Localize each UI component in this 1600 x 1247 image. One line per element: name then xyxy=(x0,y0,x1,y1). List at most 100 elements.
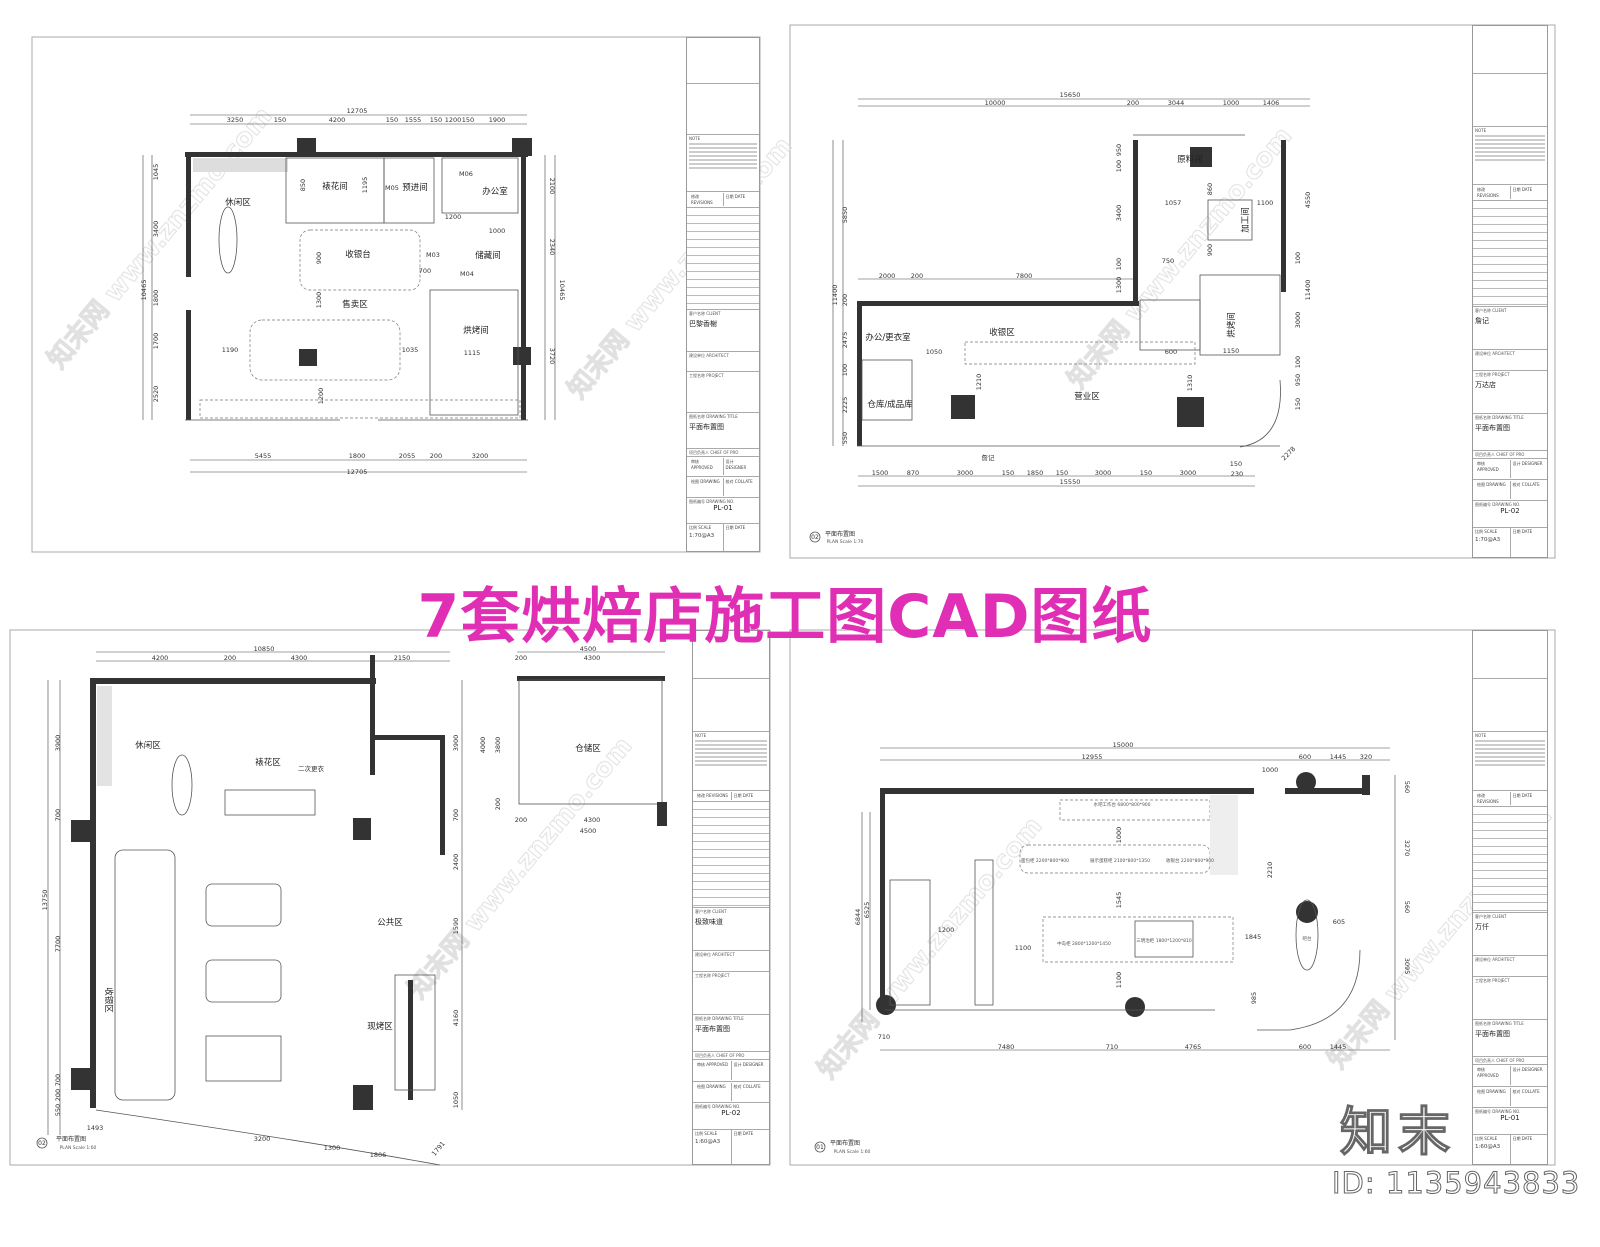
dimension-label: 605 xyxy=(1333,918,1345,926)
drawing-no-cell: 图纸编号 DRAWING NO. PL-01 xyxy=(1473,1108,1547,1135)
title-block-header xyxy=(1473,26,1547,74)
approved-label: 审核 APPROVED xyxy=(689,457,724,476)
dimension-label: 2150 xyxy=(394,654,411,662)
drawing-label: 绘图 DRAWING xyxy=(1475,1087,1511,1106)
dimension-label: 3900 xyxy=(54,735,62,752)
dimension-label: 3800 xyxy=(494,737,502,754)
title-block-notes: NOTE xyxy=(693,732,769,791)
dimension-label: 850 xyxy=(299,179,307,191)
dimension-label: 6844 xyxy=(854,909,862,926)
date-label: 日期 DATE xyxy=(733,792,754,798)
project-cell: 工程名称 PROJECT xyxy=(693,972,769,1016)
dimension-label: 1050 xyxy=(926,348,943,356)
sheet-4-border xyxy=(789,629,1556,1166)
client-cell: 客户名称 CLIENT 詹记 xyxy=(1473,307,1547,350)
drawing-no-label: 图纸编号 DRAWING NO. xyxy=(695,1103,741,1109)
dimension-label: 2000 xyxy=(879,272,896,280)
project-label: 工程名称 PROJECT xyxy=(689,373,724,379)
revisions-table xyxy=(693,801,769,909)
room-label: 仓库/成品库 xyxy=(867,399,913,410)
date-label: 日期 DATE xyxy=(1512,528,1533,534)
dimension-label: 1791 xyxy=(430,1140,447,1158)
dimension-label: 3000 xyxy=(1294,312,1302,329)
room-label: 休闲区 xyxy=(225,197,251,208)
dimension-label: 150 xyxy=(1230,460,1242,468)
dimension-label: 1493 xyxy=(87,1124,104,1132)
revisions-label: 修改 REVISIONS xyxy=(1475,791,1511,805)
dimension-label: 950 xyxy=(1115,144,1123,156)
fixture-label: 水吧工作台 6800*800*900 xyxy=(1093,801,1150,808)
dimension-label: 1310 xyxy=(1186,375,1194,392)
room-label: 公共区 xyxy=(377,918,403,928)
plan-number: 02 xyxy=(38,1140,46,1147)
door-tag: M06 xyxy=(459,170,473,178)
room-label: 加工间 xyxy=(1240,207,1251,233)
room-label: 二次更衣 xyxy=(298,764,325,773)
approved-label: 审核 APPROVED xyxy=(695,1061,732,1080)
room-label: 烘烤间 xyxy=(463,325,489,336)
dimension-label: 200 xyxy=(1127,99,1139,107)
room-label: 办公/更衣室 xyxy=(865,332,911,343)
drawing-no-value: PL-02 xyxy=(1500,507,1520,516)
dimension-label: 4000 xyxy=(479,737,487,754)
chief-cell: 项目负责人 CHIEF OF PRO xyxy=(693,1052,769,1061)
dimension-label: 3400 xyxy=(1115,205,1123,222)
revisions-table xyxy=(1473,806,1547,914)
room-label: 预进间 xyxy=(402,182,428,193)
dimension-label: 200 xyxy=(430,452,442,460)
drawing-title-label: 图纸名称 DRAWING TITLE xyxy=(695,1016,744,1022)
scale-value: 1:70@A3 xyxy=(689,532,715,539)
floor-plan-3: 10850 4200 200 4300 2150 休闲区 裱花区 二次更衣 收银… xyxy=(36,645,667,1166)
title-block-blank xyxy=(687,84,759,136)
dimension-label: 1190 xyxy=(222,346,239,354)
dimension-label: 4765 xyxy=(1185,1043,1202,1051)
dimension-label: 15650 xyxy=(1060,91,1081,99)
dimension-label: 100 xyxy=(841,364,849,376)
plan-number: 01 xyxy=(816,1144,824,1151)
project-cell: 工程名称 PROJECT xyxy=(1473,977,1547,1021)
dimension-label: 600 xyxy=(1299,753,1311,761)
dimension-label: 1115 xyxy=(464,349,481,357)
dimension-label: 1445 xyxy=(1330,1043,1347,1051)
dimension-label: 1000 xyxy=(1262,766,1279,774)
door-tag: M04 xyxy=(460,270,474,278)
notes-heading: NOTE xyxy=(689,136,701,142)
date-label: 日期 DATE xyxy=(1512,1135,1533,1141)
dimension-label: 10465 xyxy=(140,280,148,301)
dimension-label: 3000 xyxy=(957,469,974,477)
architect-cell: 建设单位 ARCHITECT xyxy=(1473,956,1547,978)
dimension-label: 2340 xyxy=(548,239,556,256)
scale-value: 1:70@A3 xyxy=(1475,536,1501,543)
dimension-label: 2055 xyxy=(399,452,416,460)
architect-label: 建设单位 ARCHITECT xyxy=(689,352,729,358)
dimension-label: 13750 xyxy=(41,890,49,911)
dimension-label: 6525 xyxy=(863,902,871,919)
dimension-label: 1900 xyxy=(489,116,506,124)
dimension-label: 1100 xyxy=(1115,972,1123,989)
dimension-label: 3044 xyxy=(1168,99,1185,107)
revisions-table xyxy=(687,207,759,311)
drawing-no-cell: 图纸编号 DRAWING NO. PL-02 xyxy=(1473,501,1547,528)
dimension-label: 985 xyxy=(1250,992,1258,1004)
dimension-label: 12705 xyxy=(347,107,368,115)
dimension-label: 1200 xyxy=(938,926,955,934)
room-label: 储藏间 xyxy=(475,250,501,261)
title-block-blank xyxy=(1473,679,1547,733)
notes-heading: NOTE xyxy=(695,733,707,739)
dimension-label: 15550 xyxy=(1060,478,1081,486)
drawing-title-cell: 图纸名称 DRAWING TITLE 平面布置图 xyxy=(693,1015,769,1053)
dimension-label: 560 xyxy=(1403,901,1411,913)
notes-heading: NOTE xyxy=(1475,127,1487,133)
fixture-label: 吧台 xyxy=(1303,935,1312,942)
room-label: 裱花区 xyxy=(255,757,281,768)
dimension-label: 1050 xyxy=(452,1092,460,1109)
dimension-label: 1445 xyxy=(1330,753,1347,761)
room-label: 办公室 xyxy=(482,186,508,197)
fixture-label: 面包柜 2200*800*900 xyxy=(1021,857,1069,864)
dimension-label: 10850 xyxy=(254,645,275,653)
